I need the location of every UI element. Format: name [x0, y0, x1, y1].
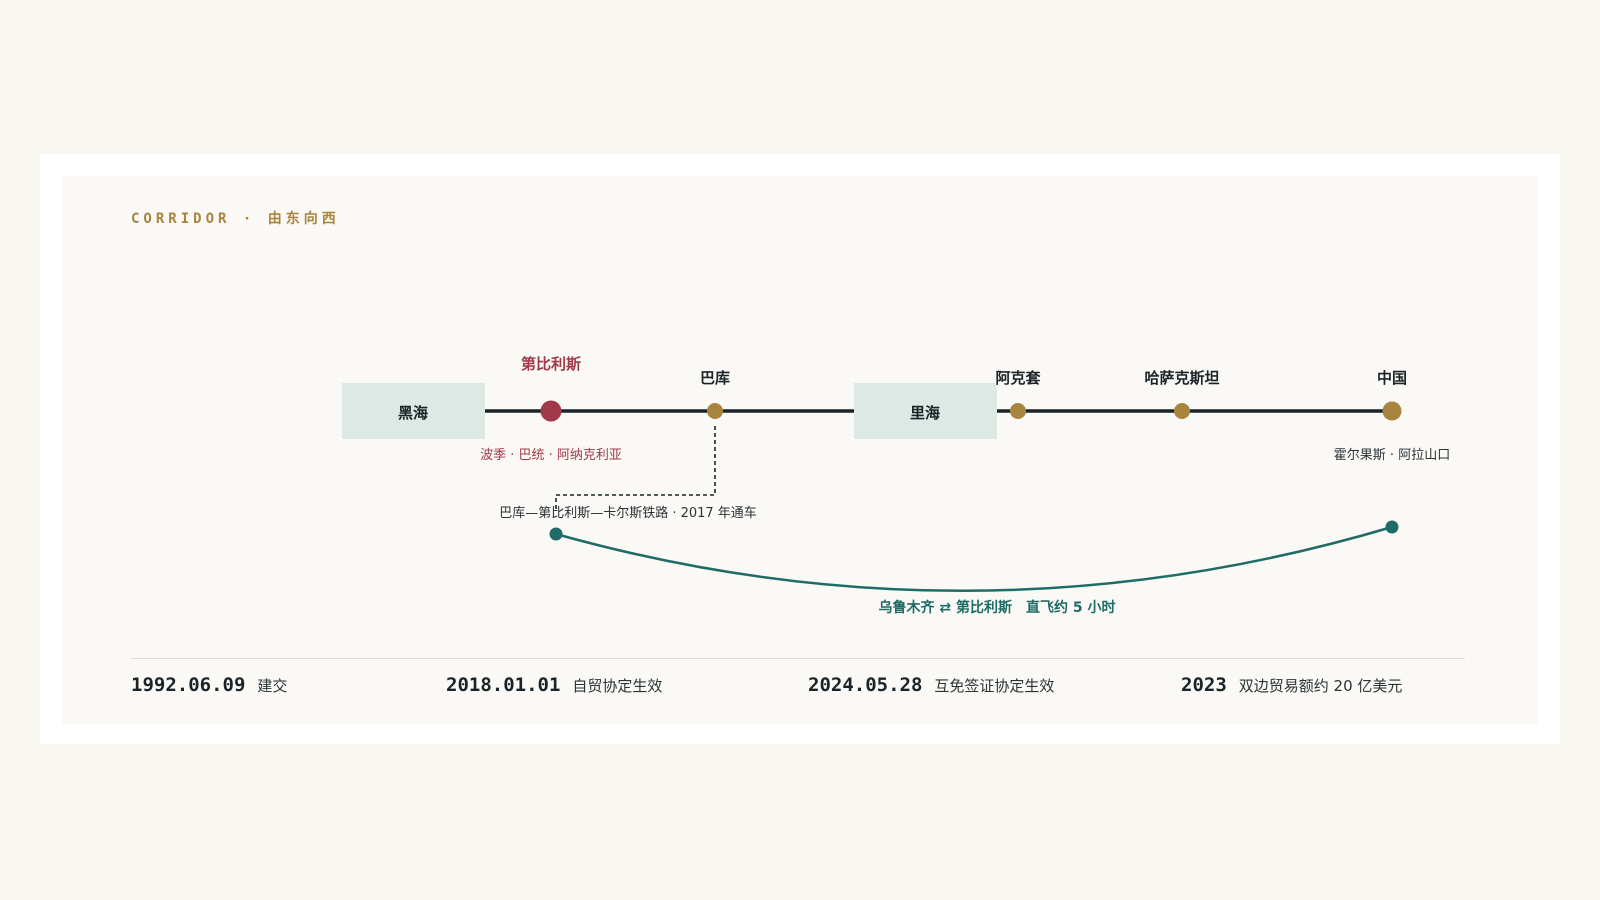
station-marker-tbilisi	[540, 400, 562, 422]
milestone-trade-volume: 2023 双边贸易额约 20 亿美元	[1181, 674, 1402, 696]
station-label-baku: 巴库	[700, 369, 730, 387]
milestone-date: 2024.05.28	[808, 674, 923, 696]
flight-duration: 直飞约 5 小时	[1026, 599, 1116, 616]
station-marker-baku	[707, 403, 723, 419]
milestone-visa-waiver: 2024.05.28 互免签证协定生效	[808, 674, 1054, 696]
tbilisi-ports-subtitle: 波季 · 巴统 · 阿纳克利亚	[480, 448, 622, 463]
china-ports-subtitle: 霍尔果斯 · 阿拉山口	[1334, 448, 1450, 463]
station-label-tbilisi: 第比利斯	[521, 355, 581, 373]
caspian-sea-box	[854, 383, 997, 439]
card-frame: CORRIDOR · 由东向西 黑海 里海 第比利斯 巴库 阿克	[40, 154, 1560, 744]
caspian-sea-label: 里海	[910, 404, 940, 422]
station-marker-china	[1382, 401, 1402, 421]
card-panel: CORRIDOR · 由东向西 黑海 里海 第比利斯 巴库 阿克	[62, 176, 1538, 724]
station-marker-kazakhstan	[1174, 403, 1190, 419]
stats-divider	[131, 658, 1465, 659]
railway-note: 巴库—第比利斯—卡尔斯铁路 · 2017 年通车	[499, 505, 757, 521]
station-label-china: 中国	[1377, 369, 1407, 387]
corridor-eyebrow: CORRIDOR · 由东向西	[131, 211, 340, 227]
milestone-date: 2023	[1181, 674, 1227, 696]
station-label-kazakhstan: 哈萨克斯坦	[1144, 369, 1219, 387]
milestone-desc: 建交	[257, 677, 288, 695]
milestone-desc: 双边贸易额约 20 亿美元	[1238, 677, 1403, 695]
station-label-aktau: 阿克套	[995, 369, 1041, 387]
flight-route: 乌鲁木齐 ⇄ 第比利斯	[879, 599, 1012, 616]
black-sea-box	[342, 383, 485, 439]
flight-label: 乌鲁木齐 ⇄ 第比利斯直飞约 5 小时	[879, 599, 1116, 616]
railway-bracket	[555, 426, 716, 509]
milestone-desc: 自贸协定生效	[572, 677, 663, 695]
flight-arc	[555, 525, 1393, 592]
milestone-fta: 2018.01.01 自贸协定生效	[446, 674, 662, 696]
milestone-date: 1992.06.09	[131, 674, 246, 696]
flight-endpoint-tbilisi	[549, 527, 563, 541]
milestone-desc: 互免签证协定生效	[934, 677, 1055, 695]
milestone-diplomatic-ties: 1992.06.09 建交	[131, 674, 287, 696]
black-sea-label: 黑海	[398, 404, 428, 422]
flight-endpoint-china	[1385, 520, 1399, 534]
station-marker-aktau	[1010, 403, 1026, 419]
milestone-date: 2018.01.01	[446, 674, 561, 696]
corridor-diagram: 黑海 里海 第比利斯 巴库 阿克套 哈萨克斯坦 中国 波季 · 巴统 · 阿纳克…	[342, 355, 1450, 616]
